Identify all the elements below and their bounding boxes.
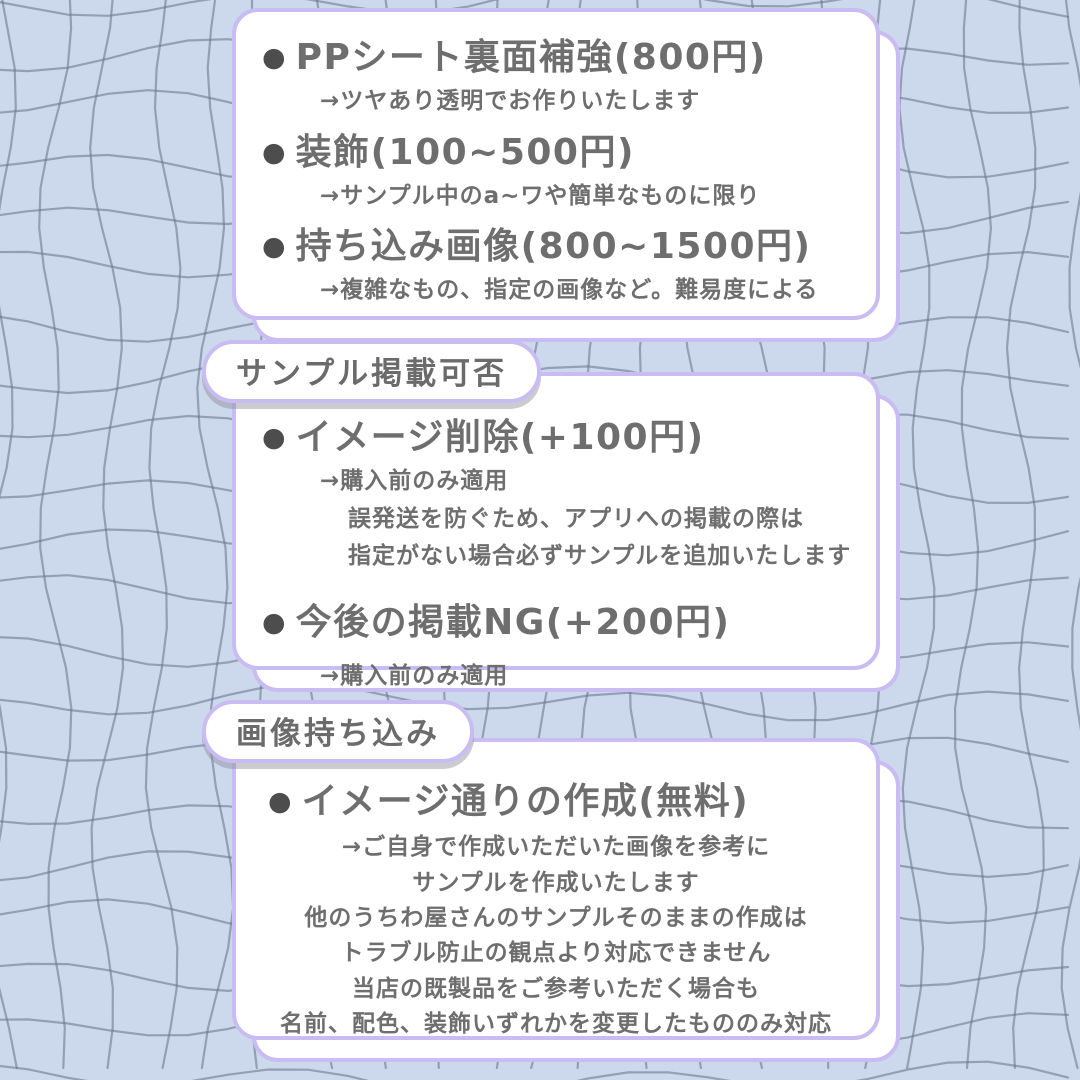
bullet-icon: ● bbox=[268, 786, 292, 818]
option-title-row: ● PPシート裏面補強(800円) bbox=[262, 36, 854, 79]
bullet-icon: ● bbox=[262, 607, 286, 639]
option-item: ● 持ち込み画像(800~1500円) →複雑なもの、指定の画像など。難易度によ… bbox=[262, 225, 854, 308]
sample-listing-card: ● イメージ削除(+100円) →購入前のみ適用 誤発送を防ぐため、アプリへの掲… bbox=[232, 372, 880, 689]
option-note: →購入前のみ適用 bbox=[320, 468, 509, 495]
option-note: →ご自身で作成いただいた画像を参考に bbox=[341, 834, 771, 861]
option-note: 名前、配色、装飾いずれかを変更したもののみ対応 bbox=[280, 1010, 832, 1037]
bullet-icon: ● bbox=[262, 42, 286, 74]
pill-label-text: 画像持ち込み bbox=[236, 716, 440, 752]
option-title-row: ● 今後の掲載NG(+200円) bbox=[262, 601, 854, 644]
option-note: →サンプル中のa~ワや簡単なものに限り bbox=[320, 182, 761, 209]
option-title-row: ● 装飾(100~500円) bbox=[262, 131, 854, 174]
option-note: サンプルを作成いたします bbox=[412, 869, 700, 896]
option-title-row: ● イメージ通りの作成(無料) bbox=[268, 780, 858, 823]
pricing-options-card: ● PPシート裏面補強(800円) →ツヤあり透明でお作りいたします ● 装飾(… bbox=[232, 8, 880, 320]
option-note: 指定がない場合必ずサンプルを追加いたします bbox=[348, 542, 852, 569]
bullet-icon: ● bbox=[262, 136, 286, 168]
option-note: →購入前のみ適用 bbox=[320, 663, 509, 690]
option-note: 他のうちわ屋さんのサンプルそのままの作成は bbox=[304, 904, 808, 931]
image-submission-card: ● イメージ通りの作成(無料) →ご自身で作成いただいた画像を参考に サンプルを… bbox=[232, 738, 880, 1040]
option-title: 装飾(100~500円) bbox=[295, 131, 635, 173]
option-note: 誤発送を防ぐため、アプリへの掲載の際は bbox=[348, 505, 804, 532]
image-submission-pill-label: 画像持ち込み bbox=[202, 700, 474, 763]
option-note: 当店の既製品をご参考いただく場合も bbox=[352, 975, 760, 1002]
option-note: トラブル防止の観点より対応できません bbox=[340, 940, 772, 967]
option-title-row: ● 持ち込み画像(800~1500円) bbox=[262, 225, 854, 268]
option-title: 今後の掲載NG(+200円) bbox=[295, 602, 731, 644]
option-title: イメージ通りの作成(無料) bbox=[301, 781, 750, 822]
pill-label-text: サンプル掲載可否 bbox=[236, 356, 508, 392]
bullet-icon: ● bbox=[262, 231, 286, 263]
option-note: →複雑なもの、指定の画像など。難易度による bbox=[320, 277, 819, 304]
sample-listing-pill-label: サンプル掲載可否 bbox=[202, 340, 542, 403]
option-title-row: ● イメージ削除(+100円) bbox=[262, 416, 854, 459]
option-note: →ツヤあり透明でお作りいたします bbox=[320, 88, 701, 115]
option-title: イメージ削除(+100円) bbox=[295, 417, 705, 458]
option-notes: →ご自身で作成いただいた画像を参考に サンプルを作成いたします 他のうちわ屋さん… bbox=[254, 831, 858, 1041]
option-title: 持ち込み画像(800~1500円) bbox=[295, 226, 812, 268]
bullet-icon: ● bbox=[262, 422, 286, 454]
option-item: ● イメージ通りの作成(無料) →ご自身で作成いただいた画像を参考に サンプルを… bbox=[254, 780, 858, 1041]
option-item: ● PPシート裏面補強(800円) →ツヤあり透明でお作りいたします bbox=[262, 36, 854, 119]
option-item: ● 今後の掲載NG(+200円) →購入前のみ適用 bbox=[262, 601, 854, 694]
option-title: PPシート裏面補強(800円) bbox=[295, 37, 767, 78]
option-item: ● イメージ削除(+100円) →購入前のみ適用 誤発送を防ぐため、アプリへの掲… bbox=[262, 416, 854, 573]
option-item: ● 装飾(100~500円) →サンプル中のa~ワや簡単なものに限り bbox=[262, 131, 854, 214]
